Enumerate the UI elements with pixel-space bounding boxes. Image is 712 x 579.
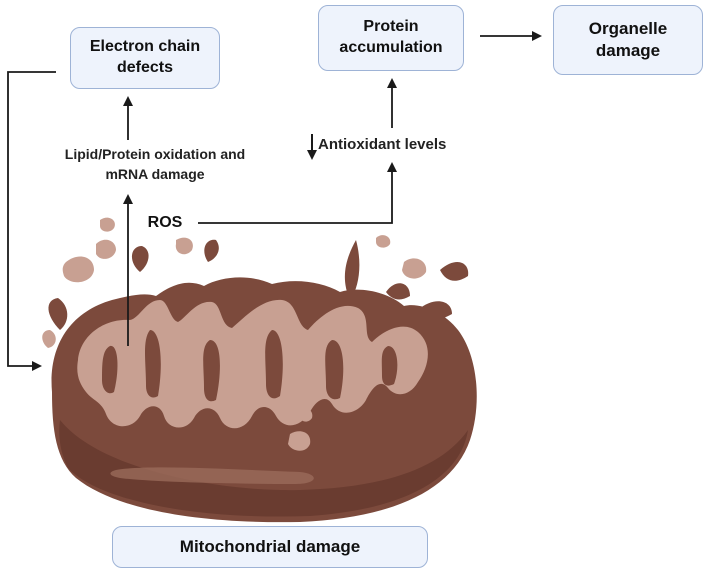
label-antioxidant: Antioxidant levels xyxy=(318,136,447,153)
node-label: Electron chain defects xyxy=(89,38,201,76)
arrow-ros-to-antioxidant xyxy=(198,162,397,224)
node-label: Protein accumulation xyxy=(339,18,443,56)
node-organelle-damage: Organelle damage xyxy=(553,5,703,75)
label-ros: ROS xyxy=(147,214,183,231)
label-oxidation: Lipid/Protein oxidation and mRNA damage xyxy=(64,146,246,183)
node-mitochondrial-damage: Mitochondrial damage xyxy=(112,526,428,568)
mitochondrion-illustration xyxy=(42,217,477,523)
node-label: Organelle damage xyxy=(588,18,668,60)
node-electron-chain-defects: Electron chain defects xyxy=(70,27,220,89)
node-protein-accumulation: Protein accumulation xyxy=(318,5,464,71)
node-label: Mitochondrial damage xyxy=(179,536,361,556)
arrow-electron-to-mito xyxy=(7,71,56,371)
